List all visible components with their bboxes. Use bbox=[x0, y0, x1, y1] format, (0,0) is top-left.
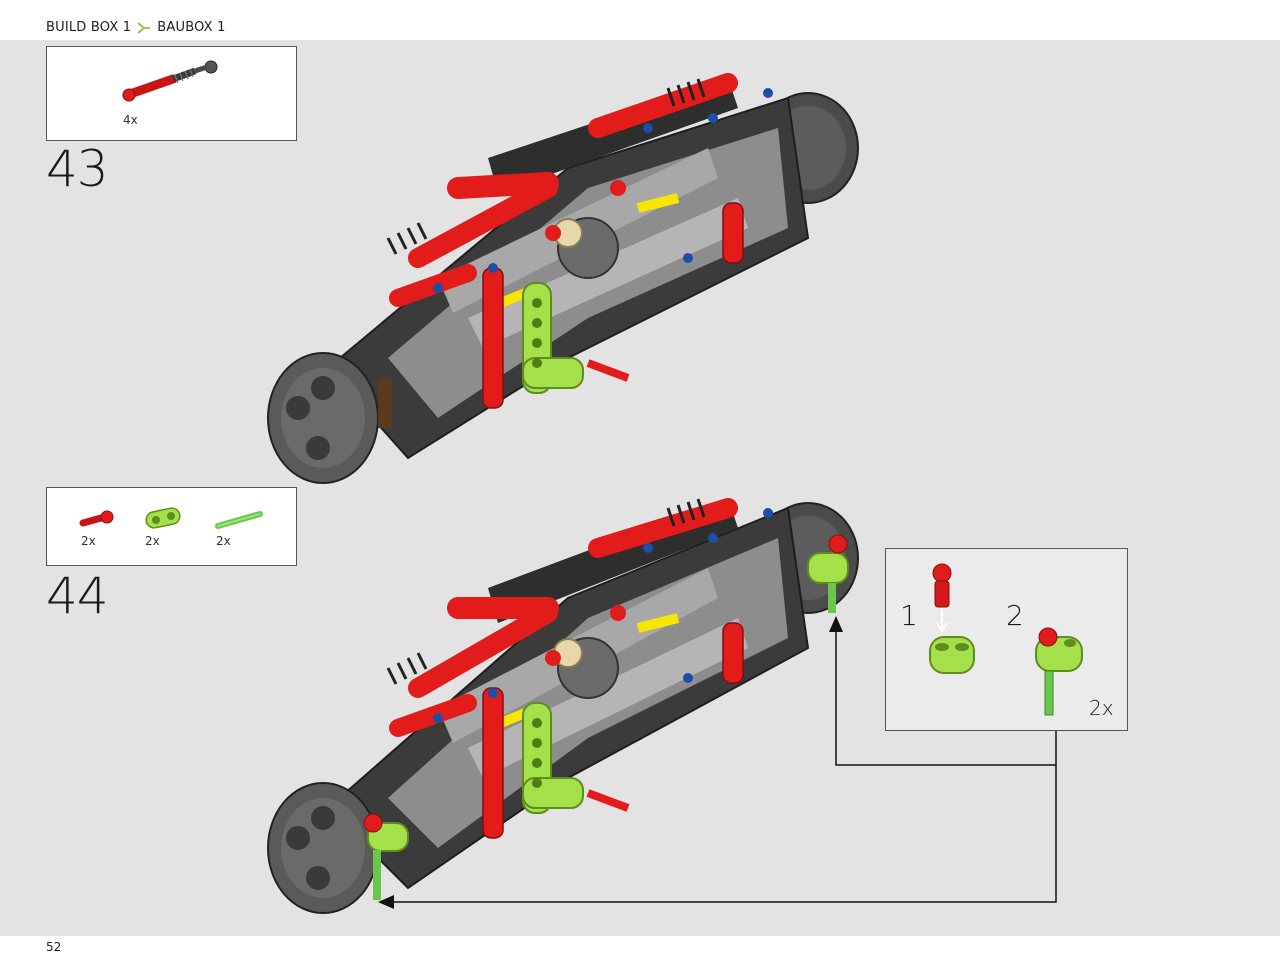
chevron-split-icon bbox=[137, 21, 151, 34]
part-qty: 2x bbox=[81, 534, 96, 548]
breadcrumb-section: BUILD BOX 1 bbox=[46, 20, 132, 35]
parts-box-step-44: 2x 2x 2x bbox=[46, 487, 297, 566]
arrow-up-icon bbox=[829, 616, 843, 632]
sub-step-1: 1 bbox=[900, 599, 918, 632]
step-number: 44 bbox=[46, 567, 109, 625]
sub-step-1-illustration bbox=[929, 563, 975, 674]
green-axle-icon bbox=[215, 511, 263, 529]
breadcrumb: BUILD BOX 1 BAUBOX 1 bbox=[46, 20, 226, 35]
breadcrumb-section-translation: BAUBOX 1 bbox=[157, 20, 226, 35]
part-qty: 4x bbox=[123, 113, 138, 127]
red-shock-absorber-icon bbox=[122, 60, 218, 102]
car-chassis-step-43 bbox=[267, 73, 859, 484]
car-chassis-step-44 bbox=[267, 498, 859, 914]
part-qty: 2x bbox=[216, 534, 231, 548]
callout-multiplier: 2x bbox=[1089, 696, 1114, 720]
sub-step-2-illustration bbox=[1035, 627, 1083, 716]
page-footer bbox=[0, 936, 1280, 974]
sub-assembly-callout: 1 2 2x bbox=[885, 548, 1128, 731]
page-header: BUILD BOX 1 BAUBOX 1 bbox=[0, 0, 1280, 40]
part-qty: 2x bbox=[145, 534, 160, 548]
sub-step-2: 2 bbox=[1006, 599, 1024, 632]
page-number: 52 bbox=[46, 940, 62, 954]
parts-box-step-43: 4x bbox=[46, 46, 297, 141]
red-axle-pin-icon bbox=[79, 510, 114, 527]
arrow-left-icon bbox=[378, 895, 394, 909]
lime-liftarm-icon bbox=[145, 507, 181, 529]
step-number: 43 bbox=[46, 140, 109, 198]
